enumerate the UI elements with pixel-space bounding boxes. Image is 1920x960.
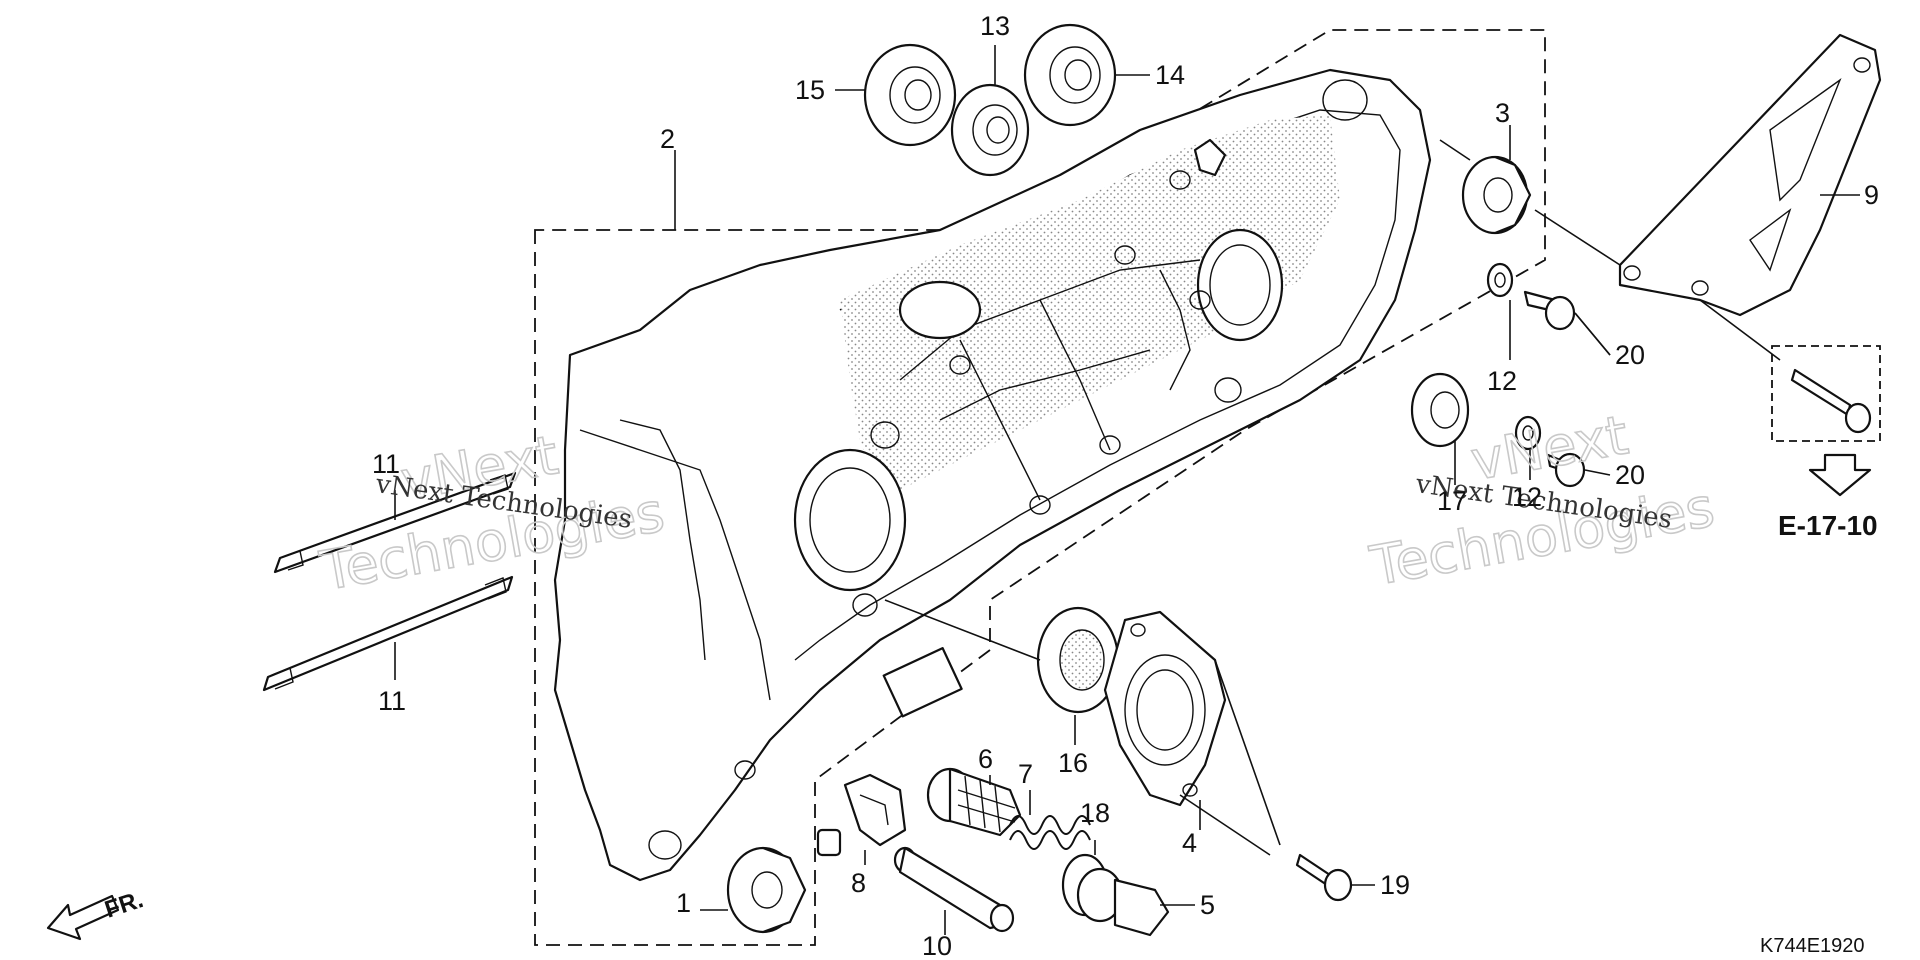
- callout-1: 1: [676, 888, 691, 918]
- washer-12-upper: [1486, 262, 1514, 298]
- spring-7: [1009, 815, 1091, 850]
- callout-14: 14: [1155, 60, 1185, 90]
- clamp-8: [816, 773, 907, 857]
- bracket-9: [1618, 33, 1882, 317]
- callout-12-lower: 12: [1512, 482, 1542, 512]
- callout-2: 2: [660, 124, 675, 154]
- callout-6: 6: [978, 744, 993, 774]
- stud-bolt-lower: [262, 575, 514, 692]
- callout-20-upper: 20: [1615, 340, 1645, 370]
- front-direction-arrow: FR.: [46, 886, 147, 941]
- drawing-code: K744E1920: [1760, 935, 1865, 957]
- bolt-20-lower: [1546, 452, 1586, 488]
- svg-text:FR.: FR.: [102, 886, 147, 924]
- oil-seal-17: [1410, 372, 1470, 448]
- section-reference: E-17-10: [1778, 510, 1878, 541]
- callout-3: 3: [1495, 98, 1510, 128]
- bolt-19: [1295, 853, 1353, 902]
- collar-1: [726, 846, 807, 934]
- washer-12-lower: [1514, 415, 1542, 451]
- cover-4: [1103, 610, 1227, 807]
- reference-box-dashed: [1771, 345, 1881, 442]
- callout-labels: 1 2 3 4 5 6 7 8 9 10 11 11 12 12 13 14 1…: [372, 11, 1879, 960]
- callout-8: 8: [851, 868, 866, 898]
- callout-16: 16: [1058, 748, 1088, 778]
- callout-7: 7: [1018, 759, 1033, 789]
- oil-seal-16: [1036, 606, 1120, 714]
- callout-13: 13: [980, 11, 1010, 41]
- bearing-14: [1023, 23, 1117, 127]
- callout-12-upper: 12: [1487, 366, 1517, 396]
- callout-20-lower: 20: [1615, 460, 1645, 490]
- callout-9: 9: [1864, 180, 1879, 210]
- callout-10: 10: [922, 931, 952, 960]
- callout-4: 4: [1182, 828, 1197, 858]
- reference-bolt: [1790, 368, 1872, 434]
- crankcase-cover: [553, 68, 1432, 882]
- drain-plug-5: [1076, 867, 1170, 937]
- bearing-13: [950, 83, 1030, 177]
- strainer-6: [926, 767, 1022, 837]
- callout-17: 17: [1437, 486, 1467, 516]
- callout-11-lower: 11: [378, 686, 406, 716]
- reference-arrow: [1808, 453, 1872, 497]
- bushing-3: [1461, 155, 1532, 235]
- bearing-15: [863, 43, 957, 147]
- callout-19: 19: [1380, 870, 1410, 900]
- callout-18: 18: [1080, 798, 1110, 828]
- leader-lines: [394, 45, 1860, 935]
- callout-5: 5: [1200, 890, 1215, 920]
- stud-bolt-upper: [273, 471, 517, 574]
- shaft-10: [893, 846, 1015, 933]
- bolt-20-upper: [1523, 290, 1576, 331]
- assembly-boundary-dashed: [534, 29, 1546, 946]
- callout-11-upper: 11: [372, 449, 400, 479]
- callout-15: 15: [795, 75, 825, 105]
